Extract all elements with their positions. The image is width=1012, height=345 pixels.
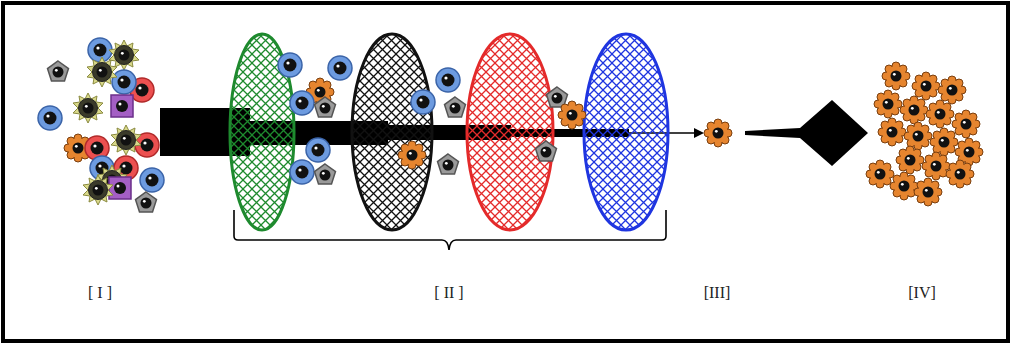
cell <box>890 172 918 200</box>
cell <box>38 106 62 130</box>
stage-label: [ II ] <box>434 284 463 302</box>
cell <box>445 97 466 117</box>
cell <box>306 138 330 162</box>
stage-label: [III] <box>704 284 731 302</box>
cell <box>952 110 980 138</box>
cell <box>290 160 314 184</box>
expansion-arrow <box>745 100 868 166</box>
cell <box>328 56 352 80</box>
group-bracket <box>234 210 666 250</box>
cell <box>87 57 117 87</box>
cell <box>290 91 314 115</box>
cell <box>866 160 894 188</box>
cell <box>278 53 302 77</box>
cell <box>946 160 974 188</box>
cell <box>109 40 139 70</box>
cell <box>438 154 459 174</box>
red-mesh <box>467 34 553 230</box>
blue-mesh <box>584 34 668 230</box>
cell <box>914 178 942 206</box>
cell <box>398 141 426 169</box>
stage-label: [IV] <box>908 284 936 302</box>
cell <box>436 68 460 92</box>
cell <box>73 93 103 123</box>
cell <box>904 122 932 150</box>
cell <box>109 177 131 199</box>
cell <box>315 97 336 117</box>
cell <box>882 62 910 90</box>
cell <box>48 61 69 81</box>
cell <box>111 95 133 117</box>
cell <box>136 192 157 212</box>
cell <box>922 152 950 180</box>
retained-cells <box>278 53 586 184</box>
mixed-cells <box>38 38 164 212</box>
stage-label: [ I ] <box>88 284 112 302</box>
cell <box>558 101 586 129</box>
frame <box>3 3 1008 341</box>
black-mesh <box>352 34 432 230</box>
cell <box>938 76 966 104</box>
cell <box>874 90 902 118</box>
cell <box>536 141 557 161</box>
cell <box>411 90 435 114</box>
cell <box>900 96 928 124</box>
cell <box>83 175 113 205</box>
cell <box>315 164 336 184</box>
cell <box>912 72 940 100</box>
cell <box>930 128 958 156</box>
cell <box>878 118 906 146</box>
expanded-cells <box>866 62 983 206</box>
cell <box>140 168 164 192</box>
cell <box>926 100 954 128</box>
cell <box>896 146 924 174</box>
isolated-cell <box>704 119 732 147</box>
cell <box>112 70 136 94</box>
cell <box>111 125 141 155</box>
